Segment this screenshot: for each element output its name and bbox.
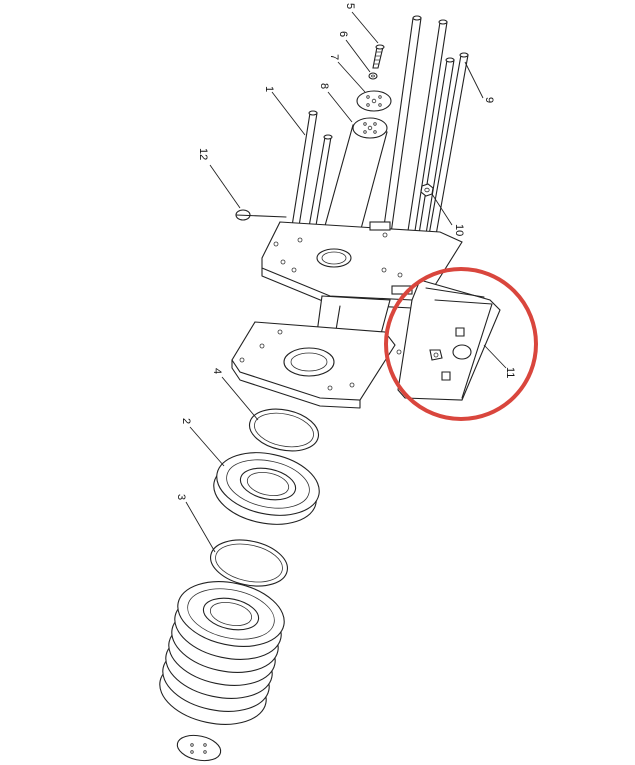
leader-lines [185,11,507,553]
label-3: 3 [175,494,187,500]
label-9: 9 [483,97,495,103]
seal-2 [213,452,320,525]
label-6: 6 [337,31,349,37]
side-plate [396,279,501,401]
screw-assembly [356,44,392,112]
label-12: 12 [197,148,209,160]
ring-4 [248,408,320,452]
highlight-circle [384,267,538,421]
long-rods [379,15,469,281]
bottom-disc [176,734,222,762]
part-labels: 1 2 3 4 5 6 7 8 9 10 11 12 [175,3,516,500]
packing-stack [159,581,285,725]
upper-plate [261,221,463,309]
label-2: 2 [180,418,192,424]
ring-3 [210,539,288,587]
label-7: 7 [328,54,340,60]
label-8: 8 [318,83,330,89]
label-11: 11 [504,367,516,378]
small-knob [235,209,287,221]
label-5: 5 [344,3,356,9]
label-4: 4 [211,368,223,374]
label-10: 10 [453,224,465,236]
lower-plate [231,321,396,409]
label-1: 1 [263,86,275,92]
